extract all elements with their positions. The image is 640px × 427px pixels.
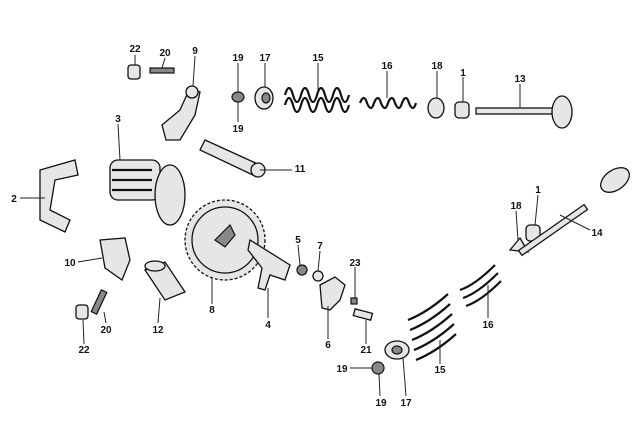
callout-19: 19: [232, 53, 244, 64]
callout-1: 1: [460, 68, 466, 79]
part-22-nut-top: [127, 64, 141, 80]
callout-13: 13: [514, 74, 526, 85]
part-6-plate: [319, 276, 346, 311]
callout-17: 17: [259, 53, 271, 64]
callout-20: 20: [100, 325, 112, 336]
callout-16: 16: [381, 61, 393, 72]
callout-19: 19: [375, 398, 387, 409]
part-20-stud-bottom: [90, 289, 108, 315]
callout-6: 6: [325, 340, 331, 351]
part-10-rocker-arm: [99, 237, 131, 282]
part-12-pin: [144, 260, 186, 301]
part-16-inner-spring-top: [358, 96, 418, 110]
part-17-retainer-bottom: [384, 340, 410, 360]
part-17-retainer-top: [254, 86, 274, 110]
part-2-bracket: [39, 159, 79, 233]
part-20-stud-top: [149, 67, 175, 74]
part-11-rocker-shaft: [199, 139, 266, 178]
part-14-valve-bottom: [517, 167, 630, 257]
callout-20: 20: [159, 48, 171, 59]
callout-19: 19: [232, 124, 244, 135]
callout-18: 18: [431, 61, 443, 72]
callout-9: 9: [192, 46, 198, 57]
callout-2: 2: [11, 194, 17, 205]
part-22-nut-bottom: [75, 304, 89, 320]
callout-15: 15: [434, 365, 446, 376]
callout-11: 11: [295, 164, 306, 175]
part-21-bolt: [352, 307, 374, 321]
part-18-seal-top: [427, 97, 445, 119]
callout-4: 4: [265, 320, 271, 331]
callout-14: 14: [591, 228, 603, 239]
part-9-rocker-arm: [161, 85, 201, 141]
callout-7: 7: [317, 241, 323, 252]
part-15-outer-spring-top: [283, 86, 351, 114]
part-5-nut: [296, 264, 308, 276]
part-19-cotter-bottom: [371, 361, 385, 375]
part-19-cotter-top: [231, 91, 245, 103]
leader-lines: [20, 55, 591, 397]
part-13-valve-top: [475, 95, 573, 129]
callout-16: 16: [482, 320, 494, 331]
part-7-washer: [312, 270, 324, 282]
part-1-cap-top: [454, 101, 470, 119]
callout-5: 5: [295, 235, 301, 246]
callout-21: 21: [360, 345, 372, 356]
callout-19: 19: [336, 364, 348, 375]
part-8-cam-gear: [184, 199, 266, 281]
callout-1: 1: [535, 185, 541, 196]
callout-10: 10: [64, 258, 76, 269]
part-3-camshaft: [109, 159, 186, 226]
callout-23: 23: [349, 258, 361, 269]
callout-8: 8: [209, 305, 215, 316]
callout-18: 18: [510, 201, 522, 212]
part-4-lever: [247, 238, 291, 291]
part-16-inner-spring-bottom: [459, 264, 502, 308]
callout-3: 3: [115, 114, 121, 125]
callout-22: 22: [78, 345, 90, 356]
callout-15: 15: [312, 53, 324, 64]
part-15-outer-spring-bottom: [407, 293, 457, 362]
callout-12: 12: [152, 325, 164, 336]
callout-17: 17: [400, 398, 412, 409]
callout-22: 22: [129, 44, 141, 55]
part-23-small-nut: [350, 297, 358, 305]
